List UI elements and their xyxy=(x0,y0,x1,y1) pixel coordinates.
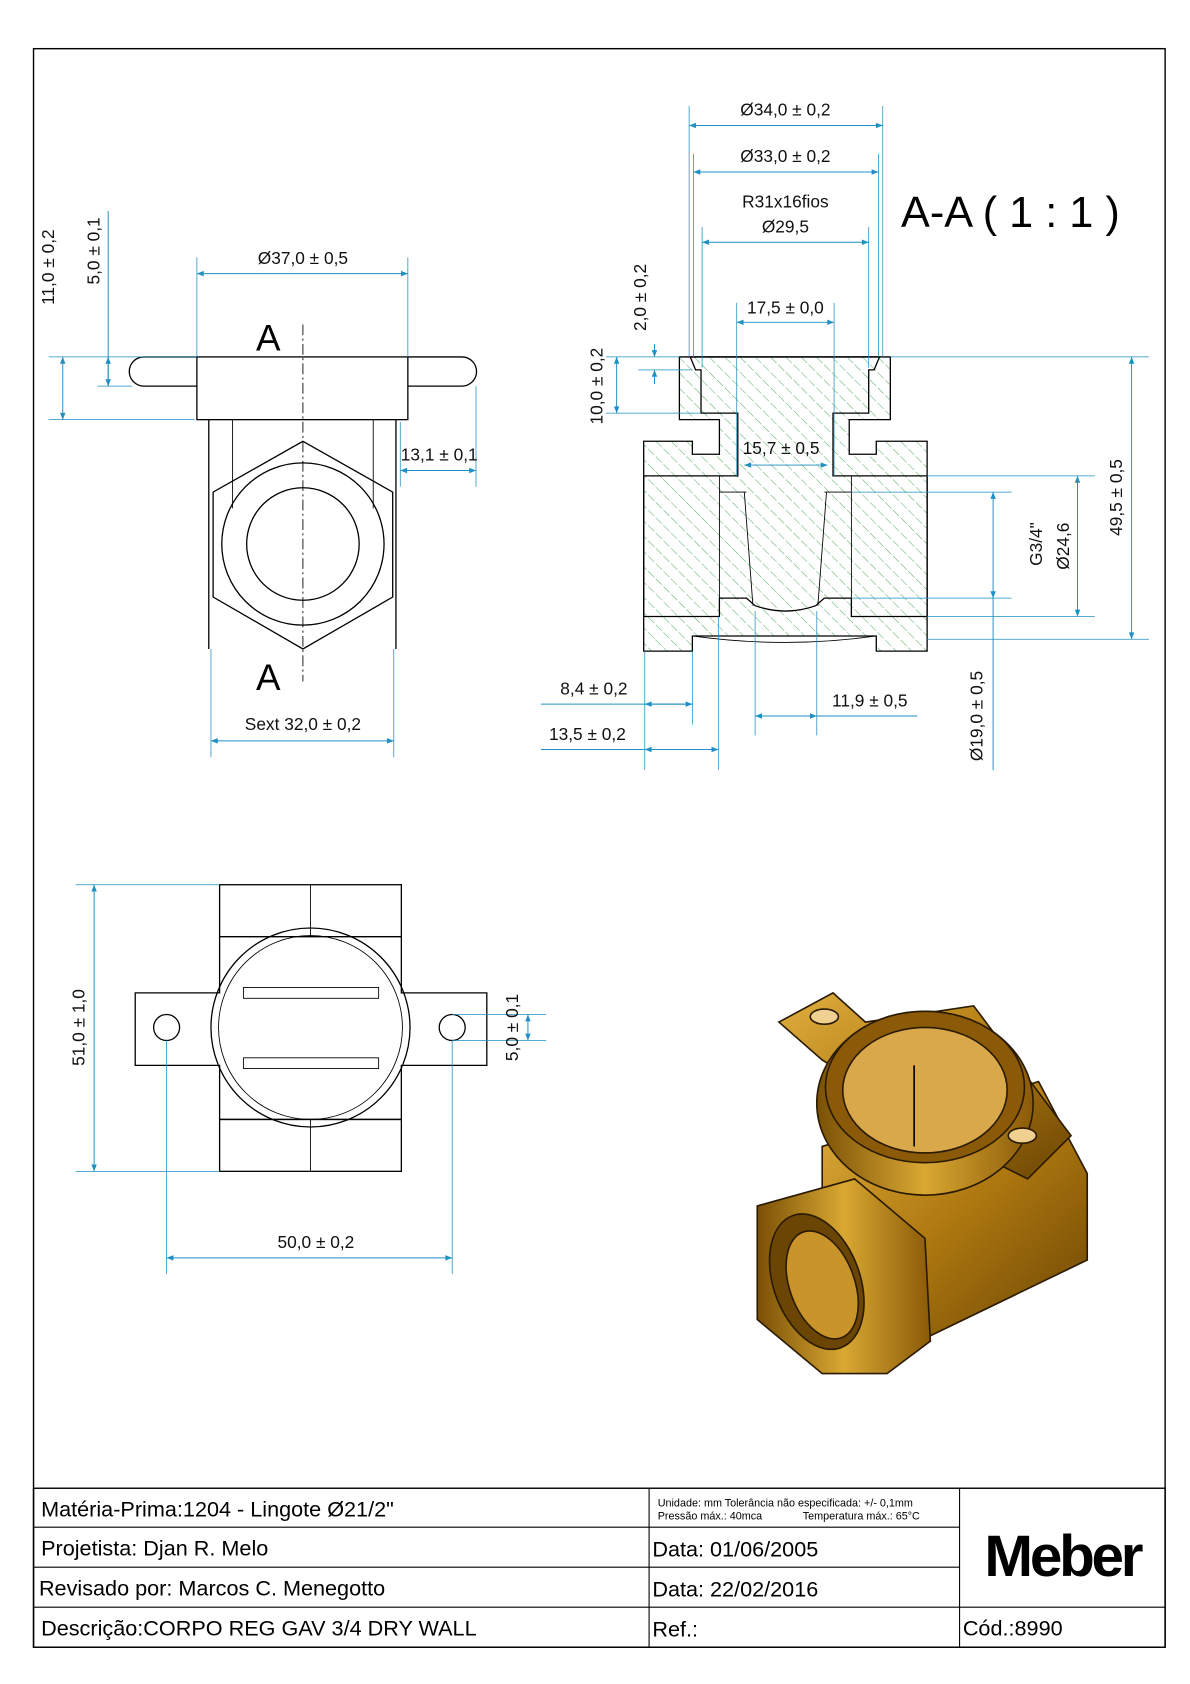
dim-pipe-thread-diameter: Ø24,6 xyxy=(1053,523,1073,570)
dim-thread-depth: 13,5 ± 0,2 xyxy=(549,724,626,744)
svg-text:Matéria-Prima:1204 - Lingote Ø: Matéria-Prima:1204 - Lingote Ø21/2" xyxy=(41,1496,394,1521)
dim-total-height: 49,5 ± 0,5 xyxy=(1106,459,1126,536)
front-view: A A Ø37,0 ± 0,5 Sext 32,0 ± 0,2 13,1 ± 0… xyxy=(38,210,478,758)
cod-label: Cód.: xyxy=(963,1615,1015,1640)
isometric-render xyxy=(756,991,1089,1375)
section-view-a-a: A-A ( 1 : 1 ) Ø34,0 ± 0,2 Ø33,0 ± 0,2 R3… xyxy=(540,100,1149,771)
dim-pipe-thread: G3/4" xyxy=(1026,522,1046,566)
dim-ear-length: 13,1 ± 0,1 xyxy=(401,445,478,465)
section-mark-bottom: A xyxy=(256,657,281,698)
dim-hex-size: Sext 32,0 ± 0,2 xyxy=(245,714,361,734)
dim-recess-depth: 8,4 ± 0,2 xyxy=(560,678,627,698)
sheet-border xyxy=(32,47,1166,1648)
dim-ear-thickness: 5,0 ± 0,1 xyxy=(84,217,104,284)
descricao-value: CORPO REG GAV 3/4 DRY WALL xyxy=(143,1615,476,1640)
dim-body-length: 51,0 ± 1,0 xyxy=(68,989,88,1066)
svg-text:Cód.:8990: Cód.:8990 xyxy=(963,1615,1063,1640)
notes-pressure: Pressão máx.: 40mca xyxy=(658,1511,762,1523)
dim-seat-diameter: Ø33,0 ± 0,2 xyxy=(740,146,830,166)
ref-label: Ref.: xyxy=(652,1616,698,1641)
dim-bore-top: 17,5 ± 0,0 xyxy=(747,298,824,318)
descricao-label: Descrição: xyxy=(41,1615,143,1640)
revisado-label: Revisado por: xyxy=(39,1575,172,1600)
cod-value: 8990 xyxy=(1015,1615,1063,1640)
mounting-hole-left xyxy=(152,1013,181,1042)
mounting-hole-right xyxy=(438,1013,466,1042)
data-revised: Data: 22/02/2016 xyxy=(652,1576,818,1601)
dim-seat-width: 11,9 ± 0,5 xyxy=(832,690,908,710)
meber-logo: Meber xyxy=(984,1524,1142,1589)
dim-thread-diameter: Ø29,5 xyxy=(762,217,809,237)
svg-text:Descrição:CORPO REG GAV 3/4 DR: Descrição:CORPO REG GAV 3/4 DRY WALL xyxy=(41,1615,477,1640)
hexagon-nut xyxy=(212,440,394,650)
notes-line1: Unidade: mm Tolerância não especificada:… xyxy=(658,1498,913,1510)
projetista-label: Projetista: xyxy=(41,1535,137,1560)
dim-bore-inner: 15,7 ± 0,5 xyxy=(743,438,820,458)
dim-seat-bore: Ø19,0 ± 0,5 xyxy=(966,671,986,761)
svg-text:Projetista: Djan R. Melo: Projetista: Djan R. Melo xyxy=(41,1535,268,1560)
projetista-value: Djan R. Melo xyxy=(143,1535,268,1560)
dim-ear-width: 5,0 ± 0,1 xyxy=(502,994,522,1061)
section-hatched-body xyxy=(643,356,928,652)
dim-hole-spacing: 50,0 ± 0,2 xyxy=(277,1232,354,1252)
revisado-value: Marcos C. Menegotto xyxy=(178,1575,385,1600)
dim-flange-height: 11,0 ± 0,2 xyxy=(38,229,58,305)
title-block: Matéria-Prima:1204 - Lingote Ø21/2" Unid… xyxy=(32,1487,1166,1648)
dim-flange-diameter: Ø37,0 ± 0,5 xyxy=(258,248,348,268)
dim-thread-spec: R31x16fios xyxy=(742,192,829,212)
notes-temperature: Temperatura máx.: 65°C xyxy=(803,1511,920,1523)
dim-pocket-depth: 10,0 ± 0,2 xyxy=(587,348,607,425)
materia-value: 1204 - Lingote Ø21/2" xyxy=(183,1496,394,1521)
materia-label: Matéria-Prima: xyxy=(41,1496,183,1521)
bottom-view: 51,0 ± 1,0 50,0 ± 0,2 5,0 ± 0,1 xyxy=(68,884,547,1275)
svg-text:Revisado por: Marcos C. Menego: Revisado por: Marcos C. Menegotto xyxy=(39,1575,385,1600)
dim-outer-diameter: Ø34,0 ± 0,2 xyxy=(740,100,830,120)
section-mark-top: A xyxy=(256,317,281,358)
data-created: Data: 01/06/2005 xyxy=(652,1536,818,1561)
dim-chamfer-depth: 2,0 ± 0,2 xyxy=(630,264,650,331)
section-title: A-A ( 1 : 1 ) xyxy=(901,189,1120,237)
